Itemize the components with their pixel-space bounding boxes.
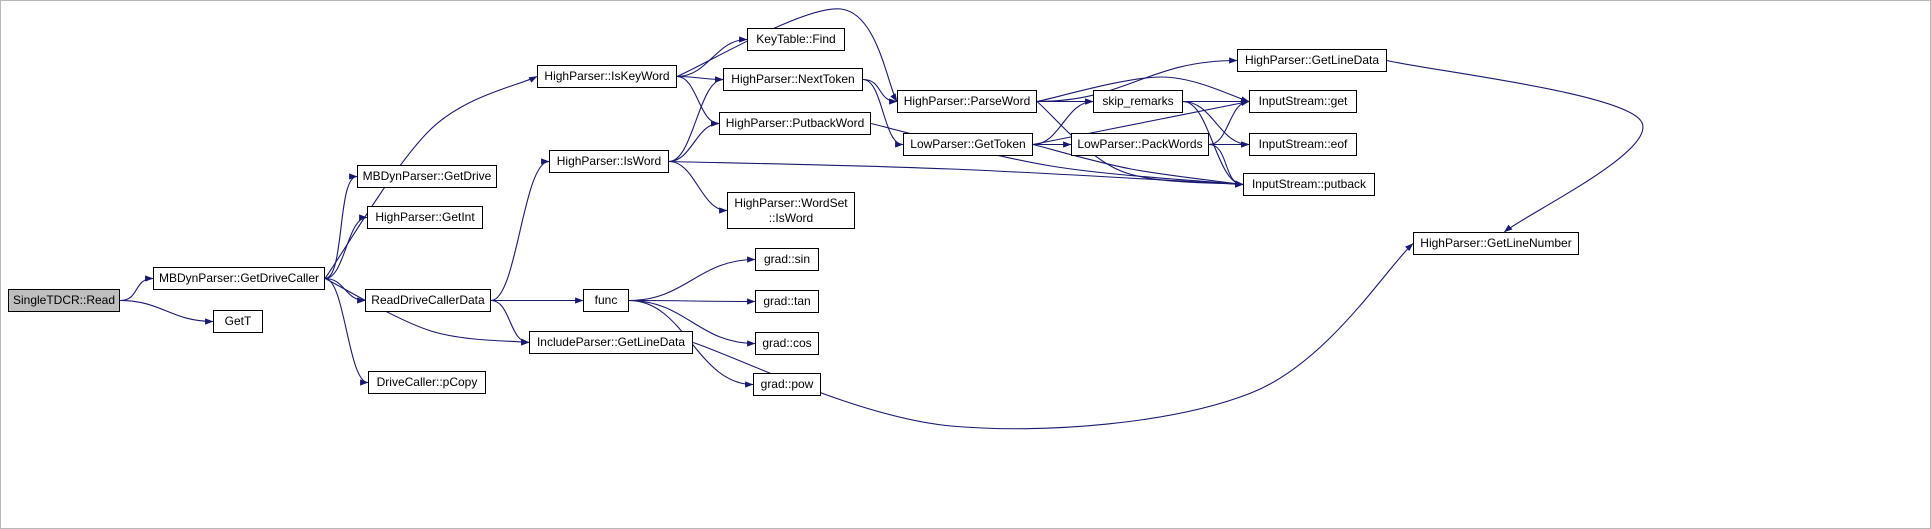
edge-isword-putback bbox=[668, 160, 1244, 188]
edge-gettoken-get bbox=[1032, 100, 1250, 146]
edge-packwords-putback bbox=[1208, 143, 1244, 188]
edge-getdrivecaller-getint bbox=[324, 214, 368, 280]
graph-node-readdcd[interactable]: ReadDriveCallerData bbox=[365, 289, 491, 312]
edge-readdcd-isword bbox=[490, 158, 550, 302]
graph-node-getlinenumber[interactable]: HighParser::GetLineNumber bbox=[1413, 232, 1579, 255]
graph-node-includegld[interactable]: IncludeParser::GetLineData bbox=[529, 331, 693, 354]
graph-node-packwords[interactable]: LowParser::PackWords bbox=[1071, 133, 1209, 156]
graph-node-find[interactable]: KeyTable::Find bbox=[747, 28, 845, 51]
graph-node-pow[interactable]: grad::pow bbox=[753, 373, 821, 396]
edge-getlinedata-getlinenumber bbox=[1386, 59, 1644, 233]
edge-func-sin bbox=[628, 256, 756, 302]
graph-node-getdrivecaller[interactable]: MBDynParser::GetDriveCaller bbox=[153, 267, 325, 290]
graph-node-eof[interactable]: InputStream::eof bbox=[1249, 133, 1357, 156]
graph-node-skipremarks[interactable]: skip_remarks bbox=[1093, 90, 1183, 113]
graph-node-isword[interactable]: HighParser::IsWord bbox=[549, 150, 669, 173]
graph-node-putback[interactable]: InputStream::putback bbox=[1243, 173, 1375, 196]
edge-nexttoken-parseword bbox=[862, 78, 898, 105]
graph-node-iskeyword[interactable]: HighParser::IsKeyWord bbox=[537, 65, 677, 88]
edge-isword-nexttoken bbox=[668, 76, 724, 163]
graph-node-read[interactable]: SingleTDCR::Read bbox=[8, 289, 120, 312]
graph-node-nexttoken[interactable]: HighParser::NextToken bbox=[723, 68, 863, 91]
edge-func-tan bbox=[628, 298, 756, 305]
edge-skipremarks-eof bbox=[1182, 100, 1250, 148]
edge-getdrivecaller-includegld bbox=[324, 278, 530, 345]
edge-iskeyword-find bbox=[676, 36, 748, 78]
edge-readdcd-includegld bbox=[490, 299, 530, 346]
graph-node-getint[interactable]: HighParser::GetInt bbox=[367, 206, 483, 229]
graph-node-tan[interactable]: grad::tan bbox=[755, 290, 819, 313]
graph-node-cos[interactable]: grad::cos bbox=[755, 332, 819, 355]
graph-node-sin[interactable]: grad::sin bbox=[755, 248, 819, 271]
edge-packwords-get bbox=[1208, 98, 1250, 146]
edge-iskeyword-parseword bbox=[676, 8, 898, 102]
edge-func-cos bbox=[628, 299, 756, 347]
edge-parseword-getlinedata bbox=[1036, 57, 1238, 103]
edge-nexttoken-gettoken bbox=[862, 78, 904, 148]
edge-parseword-get bbox=[1036, 76, 1250, 103]
graph-node-gettoken[interactable]: LowParser::GetToken bbox=[903, 133, 1033, 156]
graph-node-pcopy[interactable]: DriveCaller::pCopy bbox=[368, 371, 486, 394]
graph-node-putbackword[interactable]: HighParser::PutbackWord bbox=[719, 112, 871, 135]
graph-node-getlinedata[interactable]: HighParser::GetLineData bbox=[1237, 49, 1387, 72]
graph-node-func[interactable]: func bbox=[583, 289, 629, 312]
edge-getdrivecaller-getdrive bbox=[324, 173, 358, 280]
edge-isword-wordsetisword bbox=[668, 160, 728, 214]
edge-gettoken-putback bbox=[1032, 143, 1244, 187]
edge-read-getdrivecaller bbox=[119, 275, 154, 302]
edge-isword-putbackword bbox=[668, 120, 720, 163]
edge-read-gett bbox=[119, 299, 214, 325]
graph-node-getdrive[interactable]: MBDynParser::GetDrive bbox=[357, 165, 497, 188]
edge-getdrivecaller-pcopy bbox=[324, 277, 369, 386]
edge-getdrivecaller-iskeyword bbox=[324, 76, 538, 279]
graph-node-parseword[interactable]: HighParser::ParseWord bbox=[897, 90, 1037, 113]
graph-node-gett[interactable]: GetT bbox=[213, 310, 263, 333]
graph-node-get[interactable]: InputStream::get bbox=[1249, 90, 1357, 113]
edge-parseword-putback bbox=[1036, 101, 1244, 187]
graph-node-wordsetisword[interactable]: HighParser::WordSet ::IsWord bbox=[727, 192, 855, 229]
